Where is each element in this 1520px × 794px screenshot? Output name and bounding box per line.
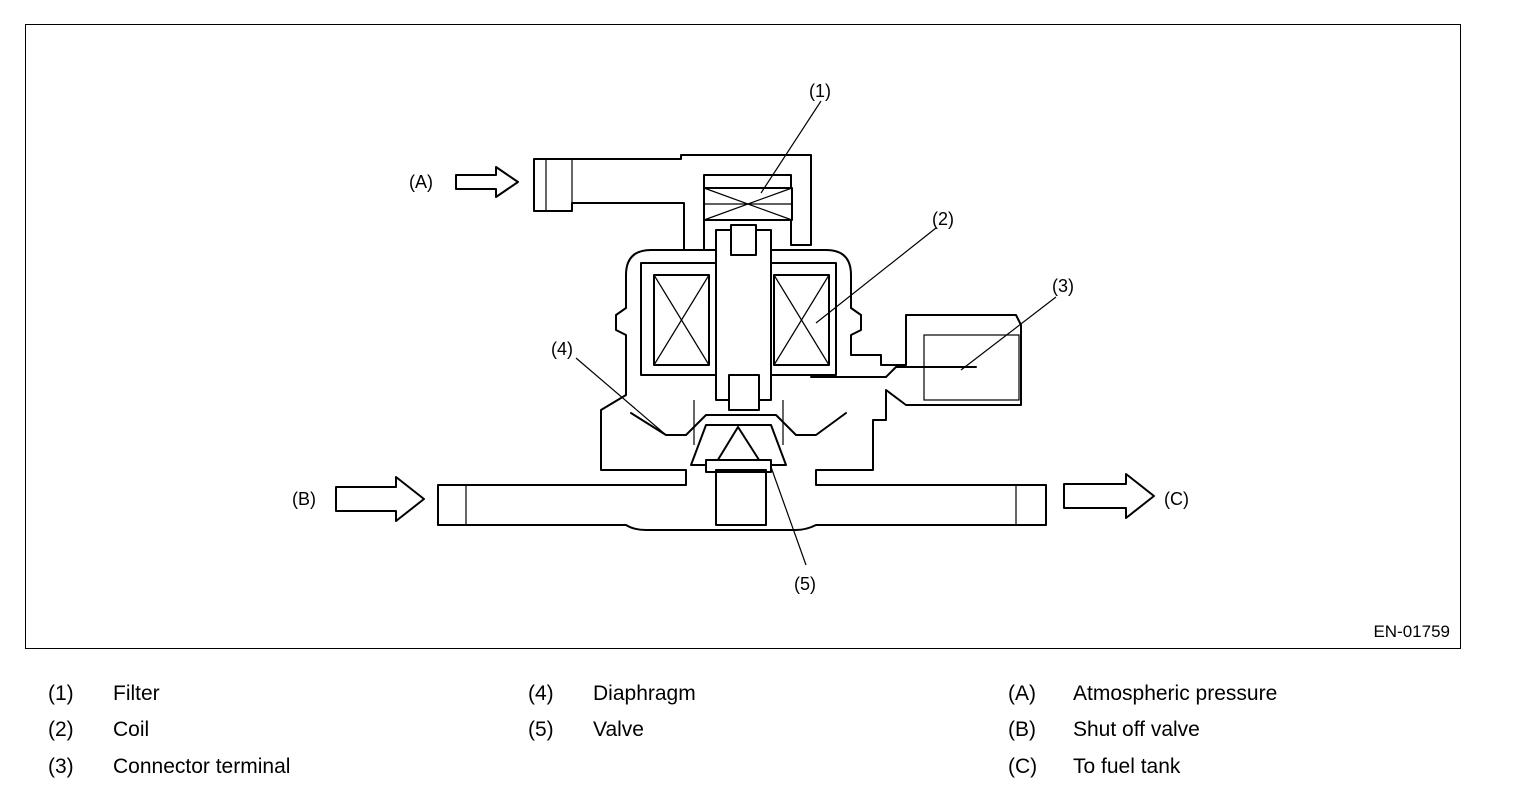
callout-4: (4) <box>551 339 573 359</box>
arrow-b <box>335 476 425 522</box>
filter-element <box>703 187 793 221</box>
legend-label: Filter <box>113 682 160 705</box>
leader-line-3 <box>960 296 1057 371</box>
diagram-frame: (1) (2) (3) (4) (5) (A) (B) (C) EN-01759 <box>25 24 1461 649</box>
legend-label: To fuel tank <box>1073 755 1181 778</box>
callout-1: (1) <box>809 81 831 101</box>
legend-label: Coil <box>113 718 150 741</box>
figure-id: EN-01759 <box>1373 622 1450 641</box>
legend-label: Atmospheric pressure <box>1073 682 1278 705</box>
plunger-core <box>715 224 772 411</box>
leader-line-5 <box>770 466 807 566</box>
legend-label: Diaphragm <box>593 682 696 705</box>
legend-label: Valve <box>593 718 644 741</box>
callout-2: (2) <box>932 209 954 229</box>
legend-key: (B) <box>1008 718 1036 741</box>
legend-key: (C) <box>1008 755 1038 778</box>
legend-key: (4) <box>528 682 554 705</box>
main-pipe-details <box>465 485 1017 525</box>
callout-c: (C) <box>1164 489 1189 509</box>
callout-b: (B) <box>292 489 316 509</box>
legend-key: (A) <box>1008 682 1036 705</box>
legend-key: (5) <box>528 718 554 741</box>
coil-windings <box>653 274 830 366</box>
diaphragm-valve-assembly <box>630 400 847 526</box>
legend-key: (2) <box>48 718 74 741</box>
callout-a: (A) <box>409 172 433 192</box>
arrow-c <box>1063 473 1155 519</box>
connector-terminal <box>810 334 1020 401</box>
valve-cross-section-drawing: (1) (2) (3) (4) (5) (A) (B) (C) <box>292 81 1189 594</box>
callout-3: (3) <box>1052 276 1074 296</box>
leader-line-1 <box>760 100 822 194</box>
legend-key: (1) <box>48 682 74 705</box>
legend-label: Shut off valve <box>1073 718 1200 741</box>
legend-label: Connector terminal <box>113 755 291 778</box>
leader-line-4 <box>575 357 667 436</box>
callout-5: (5) <box>794 574 816 594</box>
leader-line-2 <box>815 227 937 324</box>
arrow-a <box>455 166 519 198</box>
atmosphere-inlet-pipe <box>533 154 812 251</box>
legend-key: (3) <box>48 755 74 778</box>
